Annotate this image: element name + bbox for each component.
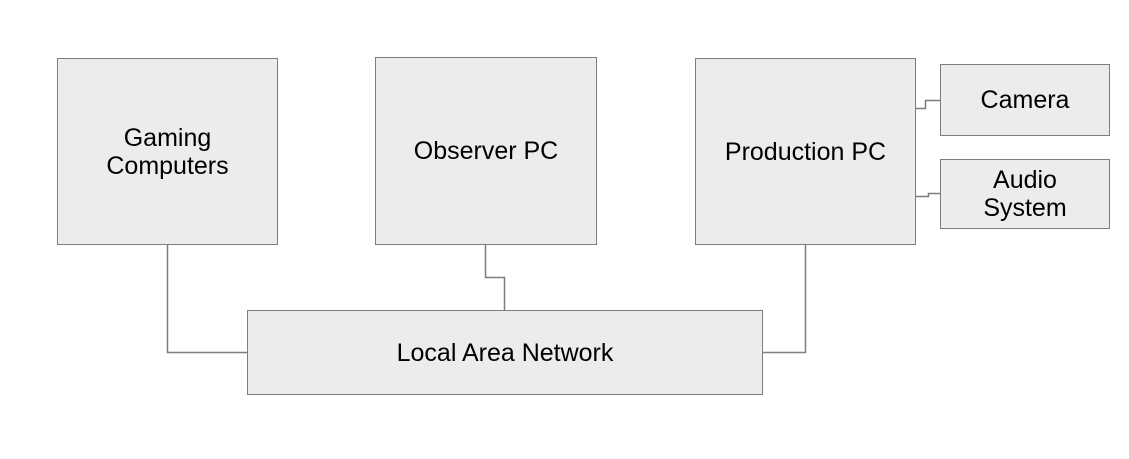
connector-production-to-audio — [916, 192, 940, 198]
node-observer-pc-label: Observer PC — [413, 137, 559, 165]
node-production-pc-label: Production PC — [724, 137, 887, 166]
node-gaming-computers-label: Gaming Computers — [106, 123, 229, 180]
connector-production-to-lan — [763, 245, 807, 354]
connector-production-to-camera — [916, 99, 940, 110]
node-production-pc: Production PC — [695, 58, 916, 245]
node-camera-label: Camera — [980, 86, 1070, 114]
node-audio-system: Audio System — [940, 159, 1110, 229]
node-observer-pc: Observer PC — [375, 57, 597, 245]
node-camera: Camera — [940, 64, 1110, 136]
node-gaming-computers: Gaming Computers — [57, 58, 278, 245]
connector-gaming-to-lan — [166, 245, 247, 354]
node-local-area-network: Local Area Network — [247, 310, 763, 395]
connector-observer-to-lan — [484, 245, 506, 310]
node-audio-system-label: Audio System — [983, 166, 1067, 222]
node-local-area-network-label: Local Area Network — [396, 338, 614, 367]
